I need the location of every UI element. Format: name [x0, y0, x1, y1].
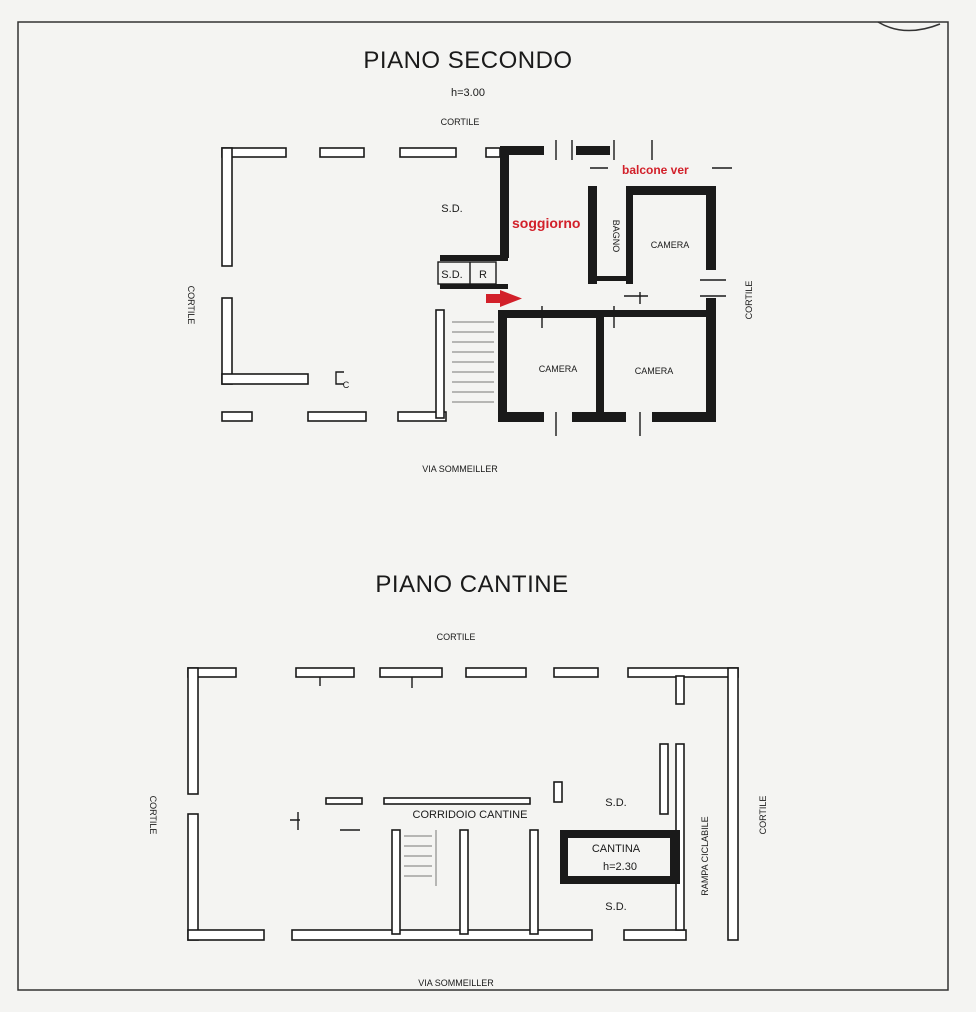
- wall-segment: [623, 929, 687, 941]
- room-sd-1: S.D.: [605, 797, 626, 809]
- apartment-wall: [604, 310, 710, 317]
- apartment-wall: [498, 412, 544, 422]
- cortile-right-label: CORTILE: [758, 796, 768, 835]
- wall-segment: [435, 309, 445, 419]
- apartment-wall: [706, 298, 716, 422]
- corner-mark: [877, 21, 941, 32]
- apartment-wall: [630, 186, 716, 195]
- wall-segment: [307, 411, 367, 422]
- opening-marks: [541, 140, 732, 436]
- room-r: R: [479, 269, 487, 281]
- cantina-height: h=2.30: [603, 861, 637, 873]
- wall-segment: [221, 297, 233, 385]
- corridoio-label: CORRIDOIO CANTINE: [413, 809, 528, 821]
- staircase: [404, 830, 437, 886]
- apartment-wall: [498, 310, 507, 422]
- cantina-wall: [560, 876, 678, 884]
- apartment-wall: [498, 310, 598, 318]
- wall-segment: [187, 929, 265, 941]
- street-label: VIA SOMMEILLER: [422, 464, 498, 474]
- wall-segment: [529, 829, 539, 935]
- wall-segment: [221, 373, 309, 385]
- arrow-right-icon: [486, 290, 522, 307]
- apartment-wall: [576, 146, 610, 155]
- wall-segment: [397, 411, 447, 422]
- wall-segment: [727, 667, 739, 941]
- room-camera-2: CAMERA: [539, 364, 578, 374]
- wall-segment: [399, 147, 457, 158]
- rampa-label: RAMPA CICLABILE: [700, 816, 710, 895]
- wall-segment: [553, 781, 563, 803]
- wall-segment: [485, 147, 501, 158]
- piano-cantine-title: PIANO CANTINE: [375, 571, 568, 598]
- apartment-wall: [596, 310, 604, 422]
- pillar-marks: [290, 677, 413, 831]
- apartment-wall: [440, 255, 508, 261]
- wall-segment: [221, 147, 233, 267]
- wall-segment: [295, 667, 355, 678]
- sd-r-box: [437, 261, 497, 285]
- apartment-wall: [572, 412, 626, 422]
- apartment-wall: [500, 146, 509, 258]
- apartment-wall: [652, 412, 716, 422]
- room-bagno: BAGNO: [611, 220, 621, 253]
- sheet-frame: [17, 21, 949, 991]
- wall-segment: [659, 743, 669, 815]
- wall-segment: [291, 929, 593, 941]
- room-sd-1: S.D.: [441, 203, 462, 215]
- wall-segment: [465, 667, 527, 678]
- wall-segment: [675, 675, 685, 705]
- plan-piano-cantine: PIANO CANTINE CORTILE CORTILE CORTILE VI…: [148, 571, 768, 988]
- piano-secondo-height: h=3.00: [451, 87, 485, 99]
- apartment-wall: [626, 186, 633, 284]
- apartment-wall: [588, 186, 597, 284]
- cortile-top-label: CORTILE: [441, 117, 480, 127]
- apartment-wall: [588, 276, 633, 281]
- room-sd-2: S.D.: [605, 901, 626, 913]
- cantina-wall: [560, 830, 678, 838]
- cortile-right-label: CORTILE: [744, 281, 754, 320]
- room-camera-3: CAMERA: [635, 366, 674, 376]
- cortile-left-label: CORTILE: [186, 286, 196, 325]
- wall-segment: [187, 667, 199, 795]
- wall-segment: [221, 411, 253, 422]
- cantina-label: CANTINA: [592, 843, 641, 855]
- piano-secondo-title: PIANO SECONDO: [363, 47, 572, 74]
- wall-segment: [383, 797, 531, 805]
- plan-piano-secondo: PIANO SECONDO h=3.00 CORTILE CORTILE COR…: [186, 47, 754, 474]
- wall-segment: [379, 667, 443, 678]
- wall-segment: [319, 147, 365, 158]
- apartment-wall: [500, 146, 544, 155]
- staircase: [452, 321, 494, 403]
- wall-segment: [187, 813, 199, 941]
- room-c: C: [343, 380, 350, 390]
- wall-segment: [459, 829, 469, 935]
- cantina-wall: [670, 830, 680, 884]
- balcone-annotation: balcone ver: [622, 163, 689, 177]
- apartment-wall: [440, 284, 508, 289]
- street-label: VIA SOMMEILLER: [418, 978, 494, 988]
- room-sd-2: S.D.: [441, 269, 462, 281]
- room-camera-1: CAMERA: [651, 240, 690, 250]
- cantina-wall: [560, 830, 568, 884]
- cortile-left-label: CORTILE: [148, 796, 158, 835]
- room-c-mark: [335, 371, 344, 385]
- apartment-wall: [706, 186, 716, 270]
- cortile-top-label: CORTILE: [437, 632, 476, 642]
- wall-segment: [325, 797, 363, 805]
- wall-segment: [391, 829, 401, 935]
- soggiorno-annotation: soggiorno: [512, 215, 580, 231]
- wall-segment: [553, 667, 599, 678]
